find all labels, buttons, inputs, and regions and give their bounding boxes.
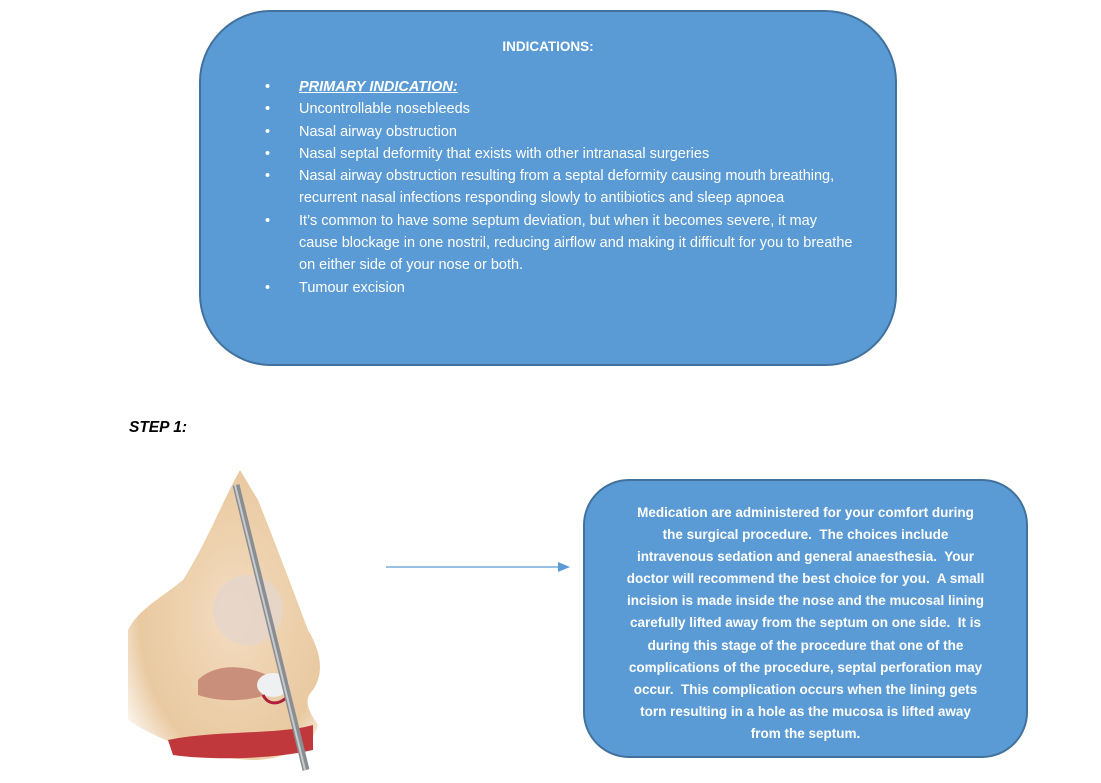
list-item: • Nasal septal deformity that exists with…: [265, 143, 855, 165]
bullet-icon: •: [265, 79, 271, 95]
bullet-icon: •: [265, 101, 271, 118]
bullet-icon: •: [265, 279, 271, 296]
description-line: torn resulting in a hole as the mucosa i…: [640, 703, 971, 719]
list-item: • Nasal airway obstruction: [265, 121, 855, 143]
description-line: from the septum.: [750, 725, 861, 741]
list-item: • Nasal airway obstruction resulting from…: [265, 165, 855, 210]
description-line: doctor will recommend the best choice fo…: [626, 571, 985, 587]
indications-title: INDICATIONS:: [502, 39, 594, 54]
list-item-text: Nasal septal deformity that exists with …: [299, 145, 710, 162]
step-1-heading: STEP 1:: [129, 419, 187, 436]
indications-box: INDICATIONS: • PRIMARY INDICATION: • Uncon…: [199, 10, 897, 366]
arrow-icon: [386, 562, 570, 572]
bullet-icon: •: [265, 212, 271, 229]
bullet-icon: •: [265, 168, 271, 185]
list-item-text: Uncontrollable nosebleeds: [299, 101, 470, 118]
description-line: carefully lifted away from the septum on…: [629, 615, 982, 631]
description-line: Medication are administered for your com…: [637, 505, 974, 520]
bullet-icon: •: [265, 145, 271, 162]
step-1-description-box: Medication are administered for your com…: [583, 479, 1028, 758]
description-line: the surgical procedure. The choices incl…: [662, 527, 949, 543]
description-line: during this stage of the procedure that …: [647, 637, 964, 653]
list-item-text: Nasal airway obstruction: [299, 123, 457, 140]
step-1-description: Medication are administered for your com…: [595, 502, 1016, 745]
list-item: • Tumour excision: [265, 277, 855, 299]
list-item: • It’s common to have some septum deviati…: [265, 210, 855, 277]
list-item: • PRIMARY INDICATION:: [265, 76, 855, 98]
list-item-text: It’s common to have some septum deviatio…: [299, 212, 853, 274]
list-item: • Uncontrollable nosebleeds: [265, 98, 855, 120]
description-line: incision is made inside the nose and the…: [626, 593, 985, 609]
bullet-icon: •: [265, 123, 271, 140]
description-line: occur. This complication occurs when the…: [633, 681, 978, 697]
list-item-text: Nasal airway obstruction resulting from …: [299, 168, 835, 207]
primary-indication-label: PRIMARY INDICATION:: [299, 79, 458, 95]
list-item-text: Tumour excision: [299, 279, 405, 296]
description-line: intravenous sedation and general anaesth…: [636, 549, 975, 565]
description-line: complications of the procedure, septal p…: [628, 659, 983, 675]
indications-list: • PRIMARY INDICATION: • Uncontrollable nos…: [265, 76, 855, 299]
nose-surgery-illustration: [128, 470, 320, 771]
